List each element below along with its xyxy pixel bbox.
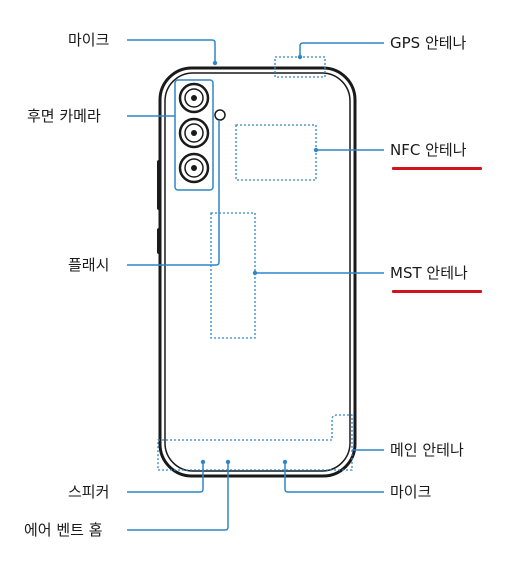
label-mst-antenna: MST 안테나 bbox=[390, 264, 468, 282]
label-main-antenna: 메인 안테나 bbox=[390, 441, 464, 459]
leader-lines bbox=[127, 39, 384, 531]
phone-body-inner bbox=[164, 72, 351, 472]
leader-mic-top bbox=[127, 39, 216, 63]
leader-mic-bottom bbox=[284, 462, 384, 493]
label-rear-camera: 후면 카메라 bbox=[27, 107, 101, 125]
leader-speaker bbox=[127, 462, 204, 493]
label-nfc-antenna: NFC 안테나 bbox=[390, 141, 467, 159]
flash-icon bbox=[214, 109, 226, 121]
mst-highlight-underline bbox=[392, 290, 482, 293]
label-flash: 플래시 bbox=[68, 256, 110, 274]
leader-gps bbox=[299, 42, 384, 57]
camera-lens-3 bbox=[178, 152, 210, 184]
nfc-highlight-underline bbox=[392, 167, 482, 170]
camera-lens-1 bbox=[178, 82, 210, 114]
leader-air-vent bbox=[127, 462, 229, 531]
label-mic-top: 마이크 bbox=[68, 31, 110, 49]
leader-flash bbox=[127, 120, 220, 266]
leader-endpoints bbox=[200, 54, 319, 465]
label-speaker: 스피커 bbox=[68, 483, 110, 501]
nfc-antenna-area bbox=[235, 124, 317, 181]
camera-lens-2 bbox=[178, 117, 210, 149]
label-air-vent: 에어 벤트 홈 bbox=[24, 521, 103, 539]
mst-antenna-area bbox=[210, 212, 256, 339]
label-gps-antenna: GPS 안테나 bbox=[390, 34, 467, 52]
camera-cluster-outline bbox=[174, 79, 214, 191]
label-mic-bottom: 마이크 bbox=[390, 483, 432, 501]
